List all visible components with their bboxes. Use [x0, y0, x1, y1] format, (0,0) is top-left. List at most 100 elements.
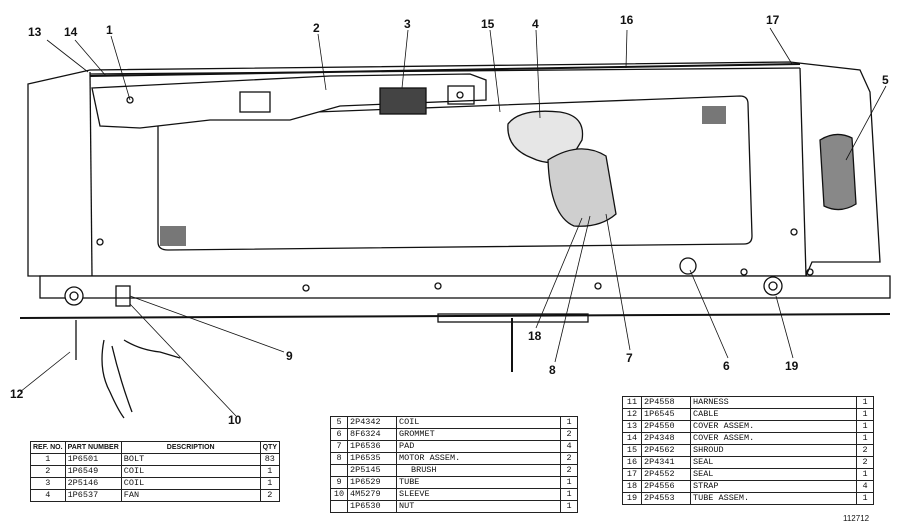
- description: SEAL: [690, 456, 857, 469]
- ref-no: 1: [30, 453, 66, 466]
- callout-7: 7: [626, 351, 633, 365]
- part-number: 1P6535: [347, 452, 397, 465]
- base-rail: [39, 275, 891, 299]
- callout-15: 15: [481, 17, 495, 31]
- part-number: 2P4562: [641, 444, 691, 457]
- qty: 2: [856, 456, 874, 469]
- part-number: 2P4553: [641, 492, 691, 505]
- ref-no: 6: [330, 428, 348, 441]
- qty: 1: [560, 476, 578, 489]
- header-ref: REF. NO.: [30, 441, 66, 454]
- part-number: 2P4556: [641, 480, 691, 493]
- ref-no: 13: [622, 420, 642, 433]
- description: COVER ASSEM.: [690, 420, 857, 433]
- callout-12: 12: [10, 387, 24, 401]
- part-number: 2P4342: [347, 416, 397, 429]
- qty: 1: [856, 396, 874, 409]
- fan-motor: [547, 148, 617, 227]
- ref-no: 10: [330, 488, 348, 501]
- qty: 1: [856, 420, 874, 433]
- qty: 83: [259, 453, 281, 466]
- ref-no: 4: [30, 489, 66, 502]
- ref-no: [330, 464, 348, 477]
- description: COIL: [120, 465, 261, 478]
- ref-no: 18: [622, 480, 642, 493]
- description: COIL: [396, 416, 561, 429]
- part-number: 2P5146: [64, 477, 122, 490]
- description: BRUSH: [396, 464, 561, 477]
- qty: 1: [259, 465, 281, 478]
- ref-no: 2: [30, 465, 66, 478]
- callout-17: 17: [766, 13, 780, 27]
- coil-3: [379, 87, 427, 115]
- description: COVER ASSEM.: [690, 432, 857, 445]
- access-panel: [157, 95, 753, 251]
- description: SLEEVE: [396, 488, 561, 501]
- description: HARNESS: [690, 396, 857, 409]
- callout-10: 10: [228, 413, 242, 427]
- callout-19: 19: [785, 359, 799, 373]
- ref-no: 15: [622, 444, 642, 457]
- qty: 1: [856, 468, 874, 481]
- description: PAD: [396, 440, 561, 453]
- qty: 2: [856, 444, 874, 457]
- description: SHROUD: [690, 444, 857, 457]
- ref-no: 14: [622, 432, 642, 445]
- callout-13: 13: [28, 25, 42, 39]
- qty: 1: [856, 408, 874, 421]
- cable-harness: [101, 339, 181, 419]
- qty: 4: [856, 480, 874, 493]
- qty: 2: [560, 464, 578, 477]
- callout-8: 8: [549, 363, 556, 377]
- callout-14: 14: [64, 25, 78, 39]
- callout-9: 9: [286, 349, 293, 363]
- description: SEAL: [690, 468, 857, 481]
- ref-no: 17: [622, 468, 642, 481]
- description: GROMMET: [396, 428, 561, 441]
- callout-16: 16: [620, 13, 634, 27]
- ref-no: 7: [330, 440, 348, 453]
- qty: 2: [560, 452, 578, 465]
- ref-no: 5: [330, 416, 348, 429]
- part-number: 8F6324: [347, 428, 397, 441]
- part-number: 2P4550: [641, 420, 691, 433]
- description: BOLT: [120, 453, 261, 466]
- part-number: 1P6537: [64, 489, 122, 502]
- qty: 1: [856, 432, 874, 445]
- description: COIL: [120, 477, 261, 490]
- ref-no: 16: [622, 456, 642, 469]
- coil-5: [819, 133, 857, 211]
- qty: 4: [560, 440, 578, 453]
- figure-number: 112712: [843, 514, 870, 523]
- part-number: 1P6529: [347, 476, 397, 489]
- description: NUT: [396, 500, 561, 513]
- part-number: 2P4341: [641, 456, 691, 469]
- header-qty: QTY: [259, 441, 281, 454]
- part-number: 2P4558: [641, 396, 691, 409]
- header-part: PART NUMBER: [64, 441, 122, 454]
- description: CABLE: [690, 408, 857, 421]
- part-number: 4M5279: [347, 488, 397, 501]
- callout-3: 3: [404, 17, 411, 31]
- ref-no: 9: [330, 476, 348, 489]
- qty: 2: [259, 489, 281, 502]
- callout-2: 2: [313, 21, 320, 35]
